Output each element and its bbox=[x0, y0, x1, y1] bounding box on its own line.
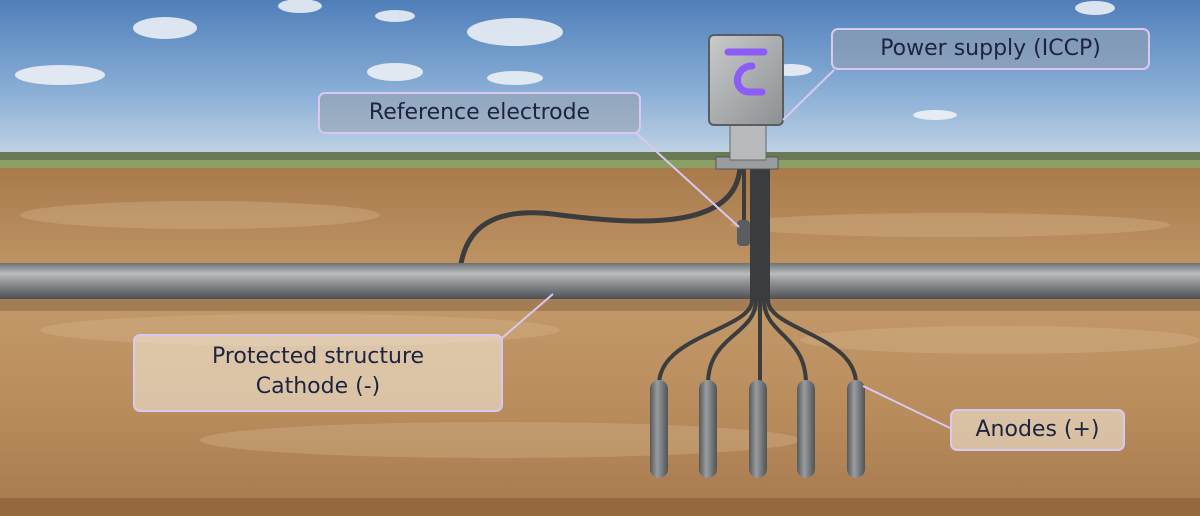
leader-lines bbox=[501, 69, 951, 429]
anode-cables bbox=[657, 168, 858, 385]
horizon-field bbox=[0, 160, 1200, 170]
reference-electrode bbox=[737, 220, 750, 246]
anodes-group bbox=[650, 380, 865, 478]
power-supply-post bbox=[729, 123, 767, 161]
anode-5 bbox=[847, 380, 865, 478]
protected-structure-label: Protected structure Cathode (-) bbox=[133, 334, 503, 412]
reference-electrode-label-text: Reference electrode bbox=[368, 100, 591, 125]
soil-bottom-band bbox=[0, 498, 1200, 516]
anodes-label: Anodes (+) bbox=[950, 409, 1125, 451]
anode-1 bbox=[650, 380, 668, 478]
leader-power-supply bbox=[782, 69, 835, 121]
anode-4 bbox=[797, 380, 815, 478]
cathode-label-text: Cathode (-) bbox=[255, 374, 381, 399]
power-supply-label: Power supply (ICCP) bbox=[831, 28, 1150, 70]
protected-pipe bbox=[0, 263, 1200, 299]
anodes-label-text: Anodes (+) bbox=[975, 417, 1100, 442]
leader-reference-electrode bbox=[634, 131, 740, 228]
anode-2 bbox=[699, 380, 717, 478]
protected-structure-label-text: Protected structure bbox=[211, 344, 425, 369]
pipe-shadow bbox=[0, 297, 1200, 311]
leader-protected-structure bbox=[501, 293, 554, 339]
power-supply-label-text: Power supply (ICCP) bbox=[880, 36, 1101, 61]
power-supply-box bbox=[708, 34, 784, 126]
sky-background bbox=[0, 0, 1200, 165]
leader-anodes bbox=[862, 385, 951, 429]
reference-electrode-label: Reference electrode bbox=[318, 92, 641, 134]
stylized-c-logo-icon bbox=[724, 48, 768, 96]
anode-3 bbox=[749, 380, 767, 478]
